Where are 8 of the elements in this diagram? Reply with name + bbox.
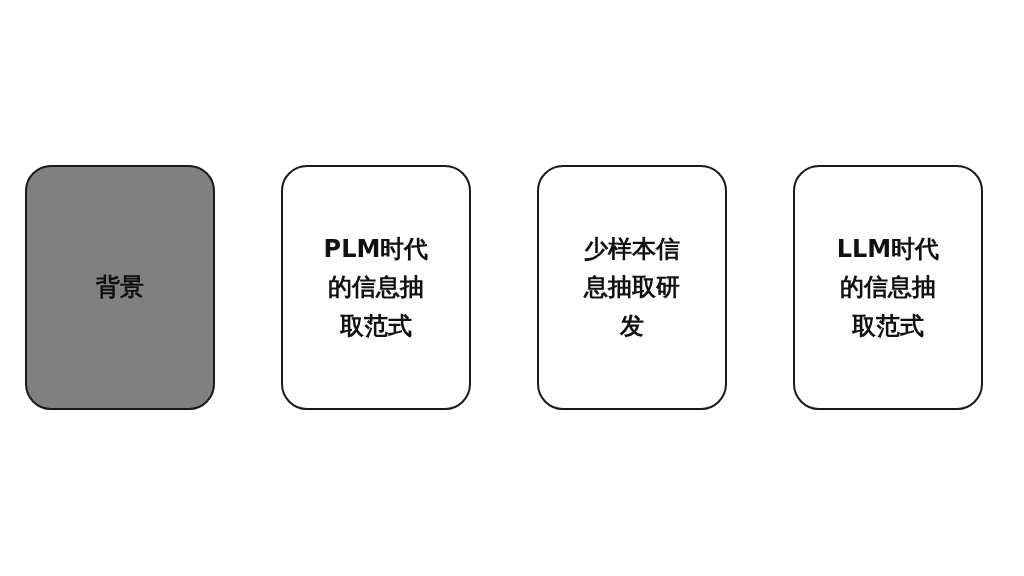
rounded-box [793, 165, 983, 410]
rounded-box [25, 165, 215, 410]
box-label: 少样本信息抽取研发 [582, 233, 681, 342]
box-label: PLM时代的信息抽取范式 [322, 233, 430, 342]
rounded-box [281, 165, 471, 410]
box-label: 背景 [96, 272, 144, 304]
rounded-box [537, 165, 727, 410]
box-label: LLM时代的信息抽取范式 [835, 233, 941, 342]
